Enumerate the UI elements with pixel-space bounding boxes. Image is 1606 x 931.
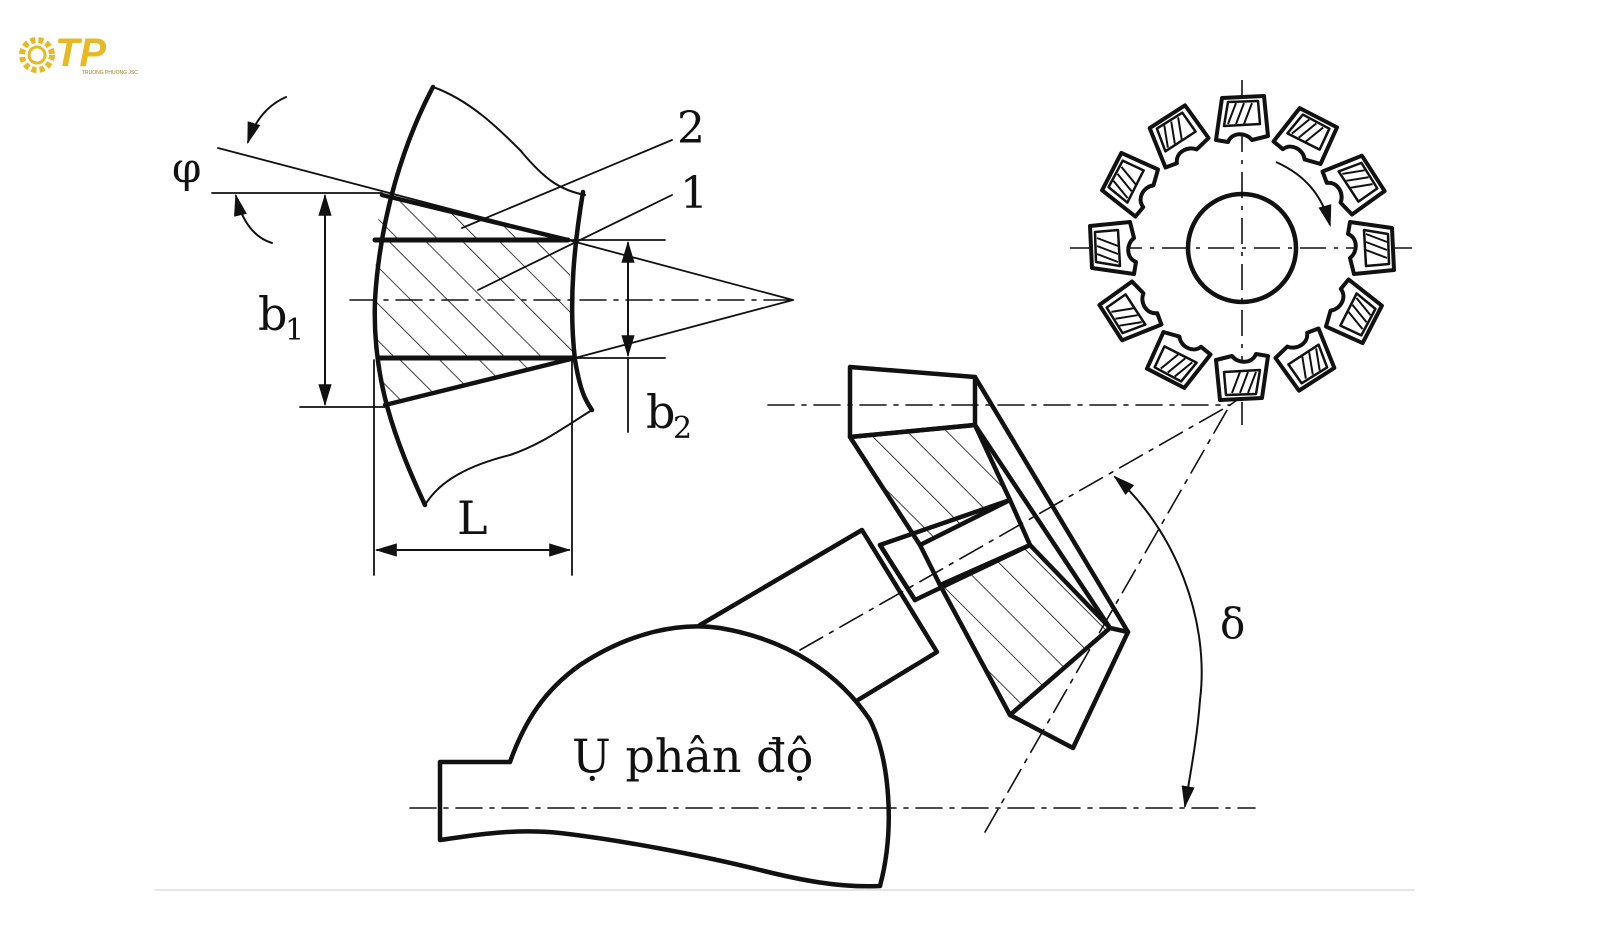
svg-text:2: 2	[673, 411, 692, 446]
tooth-detail	[211, 84, 794, 576]
cutter-tooth	[1271, 106, 1340, 167]
svg-text:b: b	[646, 385, 675, 439]
fixture-label: Ụ phân độ	[572, 729, 813, 783]
dividing-head	[437, 624, 891, 889]
cutter-tooth	[1147, 103, 1211, 170]
cutter-tooth	[1088, 220, 1138, 276]
bevel-gear-workpiece	[409, 364, 1256, 889]
part-2-label: 2	[677, 103, 705, 154]
leader-2	[461, 139, 673, 229]
cutter-bore	[1185, 191, 1299, 305]
cutter-tooth	[1097, 279, 1164, 343]
logo-subtitle: TRUONG PHUONG JSC	[82, 70, 138, 76]
cutter-tooth	[1320, 153, 1387, 217]
tooth-top-edge	[432, 86, 586, 196]
part-1-label: 1	[680, 168, 708, 219]
tooth-right-flank	[569, 189, 595, 413]
hatch-core	[375, 240, 575, 358]
rotation-arrow	[1275, 161, 1332, 228]
delta-angle-arc	[1113, 475, 1203, 809]
gear-icon	[19, 37, 55, 73]
cutter-tooth	[1273, 326, 1337, 393]
b1-label: b 1	[258, 287, 304, 348]
cutter-tooth	[1214, 94, 1270, 144]
svg-text:1: 1	[285, 313, 304, 348]
cutter-tooth	[1323, 277, 1384, 346]
milling-cutter	[1070, 80, 1412, 425]
cutter-teeth	[1088, 94, 1396, 402]
tooth-bottom-edge	[424, 409, 593, 506]
L-label: L	[457, 491, 488, 545]
cutter-tooth	[1100, 150, 1161, 219]
company-logo: TP TRUONG PHUONG JSC	[19, 31, 138, 76]
phi-label: φ	[172, 143, 201, 192]
logo-mark: TP	[55, 31, 106, 75]
svg-text:b: b	[258, 287, 287, 341]
delta-label: δ	[1220, 599, 1245, 648]
cutter-tooth	[1214, 352, 1270, 402]
gear-face	[972, 374, 1131, 751]
b2-label: b 2	[646, 385, 692, 446]
spindle-housing	[697, 527, 940, 703]
cutter-tooth	[1144, 329, 1213, 390]
phi-arrow-bottom	[234, 193, 273, 244]
phi-arrow-top	[247, 96, 287, 145]
leader-1	[477, 194, 673, 291]
gear-body-lower	[937, 542, 1113, 718]
cutter-tooth	[1346, 220, 1396, 276]
